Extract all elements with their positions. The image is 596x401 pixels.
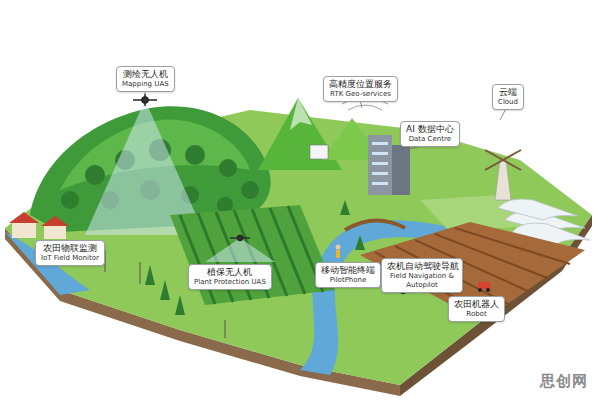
- callout-box: 高精度位置服务RTK Geo-services: [323, 76, 398, 102]
- label-zh: 测绘无人机: [122, 69, 169, 80]
- callout-box: 移动智能终端PilotPhone: [315, 262, 381, 288]
- label-zh: 云端: [498, 87, 518, 98]
- label-en: Plant Protection UAS: [194, 278, 266, 287]
- label-zh: 农田物联监测: [41, 243, 99, 254]
- crop-rows-part: [270, 208, 305, 294]
- snow: [290, 98, 312, 130]
- farmer: [336, 245, 341, 259]
- furrows-part: [455, 228, 570, 264]
- label-en: PilotPhone: [321, 276, 375, 285]
- bridge: [345, 220, 405, 230]
- field-robot-part: [486, 288, 490, 292]
- label-zh: 农田机器人: [454, 299, 499, 310]
- field-robot-part: [478, 282, 490, 289]
- data-centre-part-part: [372, 162, 388, 165]
- label-zh: 植保无人机: [194, 267, 266, 278]
- label-en: IoT Field Monitor: [41, 254, 99, 263]
- callout-box: 测绘无人机Mapping UAS: [116, 66, 175, 92]
- farmer-part: [336, 245, 341, 250]
- field-robot: [478, 282, 490, 292]
- label-en: Robot: [454, 310, 499, 319]
- data-centre-part: [372, 142, 388, 185]
- watermark: 思创网: [540, 372, 588, 391]
- crop-rows: [180, 206, 323, 304]
- row-trees-part: [160, 280, 170, 300]
- mapping-drone-part: [142, 97, 148, 103]
- label-en: Field Navigation & Autopilot: [387, 272, 457, 290]
- brown-field: [360, 222, 585, 322]
- row-trees-part: [175, 295, 185, 315]
- houses-part: [44, 225, 66, 239]
- houses-part: [41, 216, 69, 226]
- data-centre-part-part: [372, 172, 388, 175]
- data-centre-part-part: [372, 182, 388, 185]
- data-centre-part-part: [372, 152, 388, 155]
- callout-box: 农田物联监测IoT Field Monitor: [35, 240, 105, 266]
- field-robot-part: [478, 288, 482, 292]
- label-zh: 移动智能终端: [321, 265, 375, 276]
- label-en: RTK Geo-services: [329, 90, 392, 99]
- row-trees-part: [340, 200, 350, 215]
- callout-box: 植保无人机Plant Protection UAS: [188, 264, 272, 290]
- callout-box: 农田机器人Robot: [448, 296, 505, 322]
- crop-field: [170, 205, 335, 305]
- windmill-part: [485, 150, 521, 170]
- label-zh: 农机自动驾驶导航: [387, 261, 457, 272]
- callout-box: 云端Cloud: [492, 84, 524, 110]
- label-zh: AI 数据中心: [406, 124, 454, 135]
- plant-drone-part: [238, 236, 243, 241]
- trees-part: [185, 145, 205, 165]
- houses-part: [12, 222, 36, 238]
- signal-rings-part: [348, 105, 382, 110]
- mapping-drone: [133, 94, 157, 106]
- label-zh: 高精度位置服务: [329, 79, 392, 90]
- furrows: [375, 228, 570, 318]
- trees-part: [61, 191, 79, 209]
- windmill: [485, 150, 521, 200]
- windmill-part: [495, 160, 511, 200]
- windmill-part-part: [485, 150, 521, 170]
- data-centre-part: [368, 135, 392, 195]
- row-trees-part: [145, 265, 155, 285]
- logo: [310, 145, 328, 159]
- farmer-part: [336, 250, 340, 258]
- label-en: Cloud: [498, 98, 518, 107]
- iot-sensors-part: [225, 320, 226, 338]
- iot-sensors-part: [140, 262, 141, 284]
- row-trees-part: [355, 235, 365, 250]
- houses: [9, 212, 69, 239]
- data-centre-part-part: [372, 142, 388, 145]
- greenhouses-part: [498, 199, 578, 220]
- callout-box: 农机自动驾驶导航Field Navigation & Autopilot: [381, 258, 463, 293]
- label-en: Data Centre: [406, 135, 454, 144]
- plant-drone: [230, 236, 250, 241]
- trees-part: [241, 181, 259, 199]
- trees-part: [219, 159, 237, 177]
- trees-part: [85, 165, 105, 185]
- row-trees: [145, 200, 365, 315]
- callout-box: AI 数据中心Data Centre: [400, 121, 460, 147]
- data-centre-part: [392, 145, 410, 195]
- label-en: Mapping UAS: [122, 80, 169, 89]
- houses-part: [9, 212, 39, 223]
- spray-cone: [205, 238, 275, 262]
- windmill-part-part: [485, 150, 521, 170]
